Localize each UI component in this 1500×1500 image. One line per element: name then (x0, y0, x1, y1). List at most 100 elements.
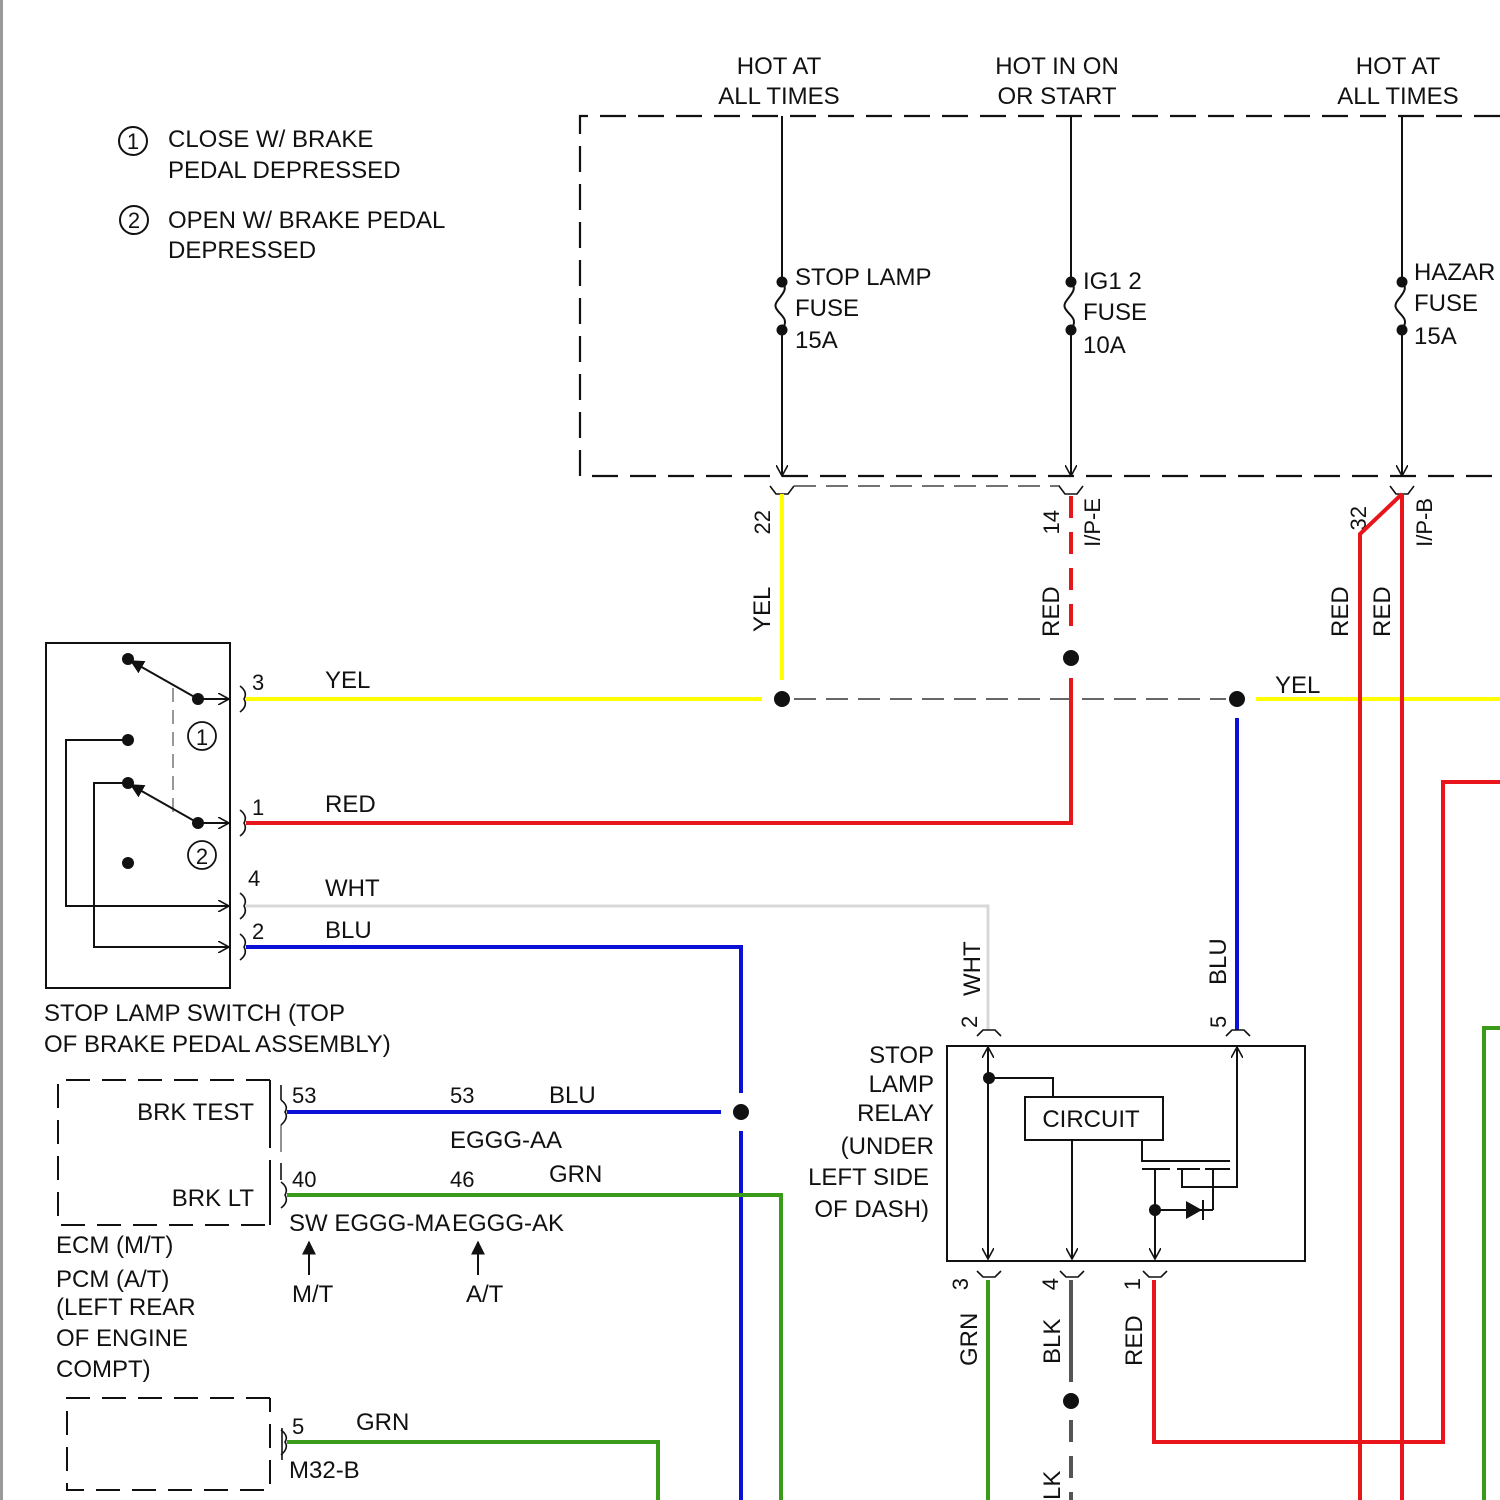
fuse3-label: FUSE (1414, 290, 1478, 317)
at-label: A/T (466, 1281, 504, 1308)
connector-receptacle-icon (1143, 1271, 1167, 1277)
switch-label-line2: OF BRAKE PEDAL ASSEMBLY) (44, 1031, 391, 1058)
connector-pin-icon (281, 1100, 286, 1125)
ecm-name-line1: ECM (M/T) (56, 1232, 173, 1259)
switch-blade-1 (131, 661, 198, 699)
diode-icon (1186, 1201, 1202, 1219)
wire-grn-ecm-brk-lt (287, 1195, 781, 1500)
fuse-icon (775, 282, 785, 330)
connector-sw-eggg-ma: SW EGGG-MA (289, 1210, 450, 1237)
wire-label-red-hazard-1: RED (1327, 586, 1354, 637)
feed3-hot-line2: ALL TIMES (1337, 83, 1458, 110)
connector-pin-icon (240, 810, 245, 836)
connector-receptacle-icon (977, 1030, 1001, 1036)
wire-label-red: RED (325, 791, 376, 818)
wire-label-grn-ecm: GRN (549, 1161, 602, 1188)
feed2-hot-line2: OR START (997, 83, 1116, 110)
m32-outline (67, 1398, 270, 1490)
wire-label-grn-relay: GRN (956, 1313, 983, 1366)
fuse2-label: FUSE (1083, 299, 1147, 326)
fuse3-rating: 15A (1414, 323, 1457, 350)
feed3-hot-line1: HOT AT (1356, 53, 1441, 80)
mt-label: M/T (292, 1281, 334, 1308)
switch-lead-pin2 (94, 783, 229, 947)
wire-label-grn-m32: GRN (356, 1409, 409, 1436)
switch-body (46, 643, 230, 988)
connector-eggg-aa: EGGG-AA (450, 1127, 562, 1154)
feed2-hot-line1: HOT IN ON (995, 53, 1119, 80)
wire-label-blu-ecm: BLU (549, 1082, 596, 1109)
connector-receptacle-icon (1059, 486, 1083, 494)
ecm-pin-53: 53 (292, 1083, 316, 1108)
wire-label-red-ig1: RED (1038, 586, 1065, 637)
connector-receptacle-icon (977, 1271, 1001, 1277)
fuse3-name: HAZAR (1414, 259, 1495, 286)
relay-line-transistor-gate (1142, 1140, 1230, 1161)
wire-grn-right (1484, 1028, 1500, 1500)
legend-num-2: 2 (128, 208, 140, 233)
pcm-pin-46: 46 (450, 1167, 474, 1192)
legend-text-2b: DEPRESSED (168, 237, 316, 264)
switch-pin-3: 3 (252, 670, 264, 695)
wire-label-wht: WHT (325, 875, 380, 902)
relay-name-line4: (UNDER (841, 1133, 934, 1160)
feed1-hot-line1: HOT AT (737, 53, 822, 80)
connector-receptacle-icon (1060, 1271, 1084, 1277)
splice-dot (1229, 691, 1245, 707)
wire-label-wht-relay: WHT (959, 941, 986, 996)
m32-pin-5: 5 (292, 1414, 304, 1439)
stop-lamp-relay: STOP LAMP RELAY (UNDER LEFT SIDE OF DASH… (808, 938, 1305, 1500)
ecm-pcm: BRK TEST BRK LT 53 53 BLU EGGG-AA 40 46 … (56, 1080, 602, 1383)
legend-text-1b: PEDAL DEPRESSED (168, 157, 401, 184)
wire-label-blk-relay: BLK (1039, 1319, 1066, 1364)
switch-terminal (122, 653, 134, 665)
switch-pin-4: 4 (248, 866, 260, 891)
switch-label-line1: STOP LAMP SWITCH (TOP (44, 1000, 345, 1027)
wire-red-relay-pin1 (1154, 782, 1500, 1442)
fuse-box-connectors: 22 14 I/P-E 32 I/P-B (750, 486, 1437, 547)
wires (246, 494, 1500, 1500)
relay-pin-1: 1 (1120, 1278, 1145, 1290)
relay-line-pin5 (1182, 1047, 1237, 1187)
pin-14-label: 14 (1039, 510, 1064, 534)
feed1-hot-line2: ALL TIMES (718, 83, 839, 110)
relay-circuit-label: CIRCUIT (1042, 1106, 1140, 1133)
connector-ipe-label: I/P-E (1080, 498, 1105, 547)
relay-name-line1: STOP (869, 1042, 934, 1069)
fuse-box: HOT AT ALL TIMES STOP LAMP FUSE 15A HOT … (580, 53, 1500, 476)
fuse1-name: STOP LAMP (795, 264, 932, 291)
ecm-name-line4: OF ENGINE (56, 1325, 188, 1352)
switch-pin-1: 1 (252, 795, 264, 820)
wire-label-yel-vertical: YEL (749, 587, 776, 632)
switch-terminal (122, 857, 134, 869)
connector-pin-icon (240, 893, 245, 919)
splice-dot (1063, 1393, 1079, 1409)
ecm-brk-test-label: BRK TEST (137, 1099, 254, 1126)
legend-text-2a: OPEN W/ BRAKE PEDAL (168, 207, 445, 234)
wire-label-yel: YEL (325, 667, 370, 694)
splice-dot (733, 1104, 749, 1120)
relay-pin-5: 5 (1206, 1016, 1231, 1028)
ecm-name-line5: COMPT) (56, 1356, 151, 1383)
wire-label-blu: BLU (325, 917, 372, 944)
relay-name-line2: LAMP (869, 1071, 934, 1098)
fuse2-rating: 10A (1083, 332, 1126, 359)
fuse1-rating: 15A (795, 327, 838, 354)
wire-label-red-hazard-2: RED (1369, 586, 1396, 637)
ecm-pin-40: 40 (292, 1167, 316, 1192)
relay-pin-2: 2 (957, 1016, 982, 1028)
ecm-name-line3: (LEFT REAR (56, 1294, 196, 1321)
fuse-icon (1064, 282, 1074, 330)
relay-pin-3: 3 (948, 1278, 973, 1290)
connector-eggg-ak: EGGG-AK (452, 1210, 564, 1237)
connector-pin-icon (240, 686, 245, 712)
stop-lamp-switch: 1 2 3 1 4 2 STOP LAMP SWITCH (TOP OF BRA… (44, 643, 391, 1058)
legend: 1 CLOSE W/ BRAKE PEDAL DEPRESSED 2 OPEN … (119, 126, 445, 264)
splice-dot (1063, 650, 1079, 666)
relay-name-line5: LEFT SIDE (808, 1164, 929, 1191)
legend-text-1a: CLOSE W/ BRAKE (168, 126, 373, 153)
connector-ipb-label: I/P-B (1412, 498, 1437, 547)
relay-name-line3: RELAY (857, 1100, 934, 1127)
fuse2-name: IG1 2 (1083, 268, 1142, 295)
wire-label-blu-relay: BLU (1205, 938, 1232, 985)
